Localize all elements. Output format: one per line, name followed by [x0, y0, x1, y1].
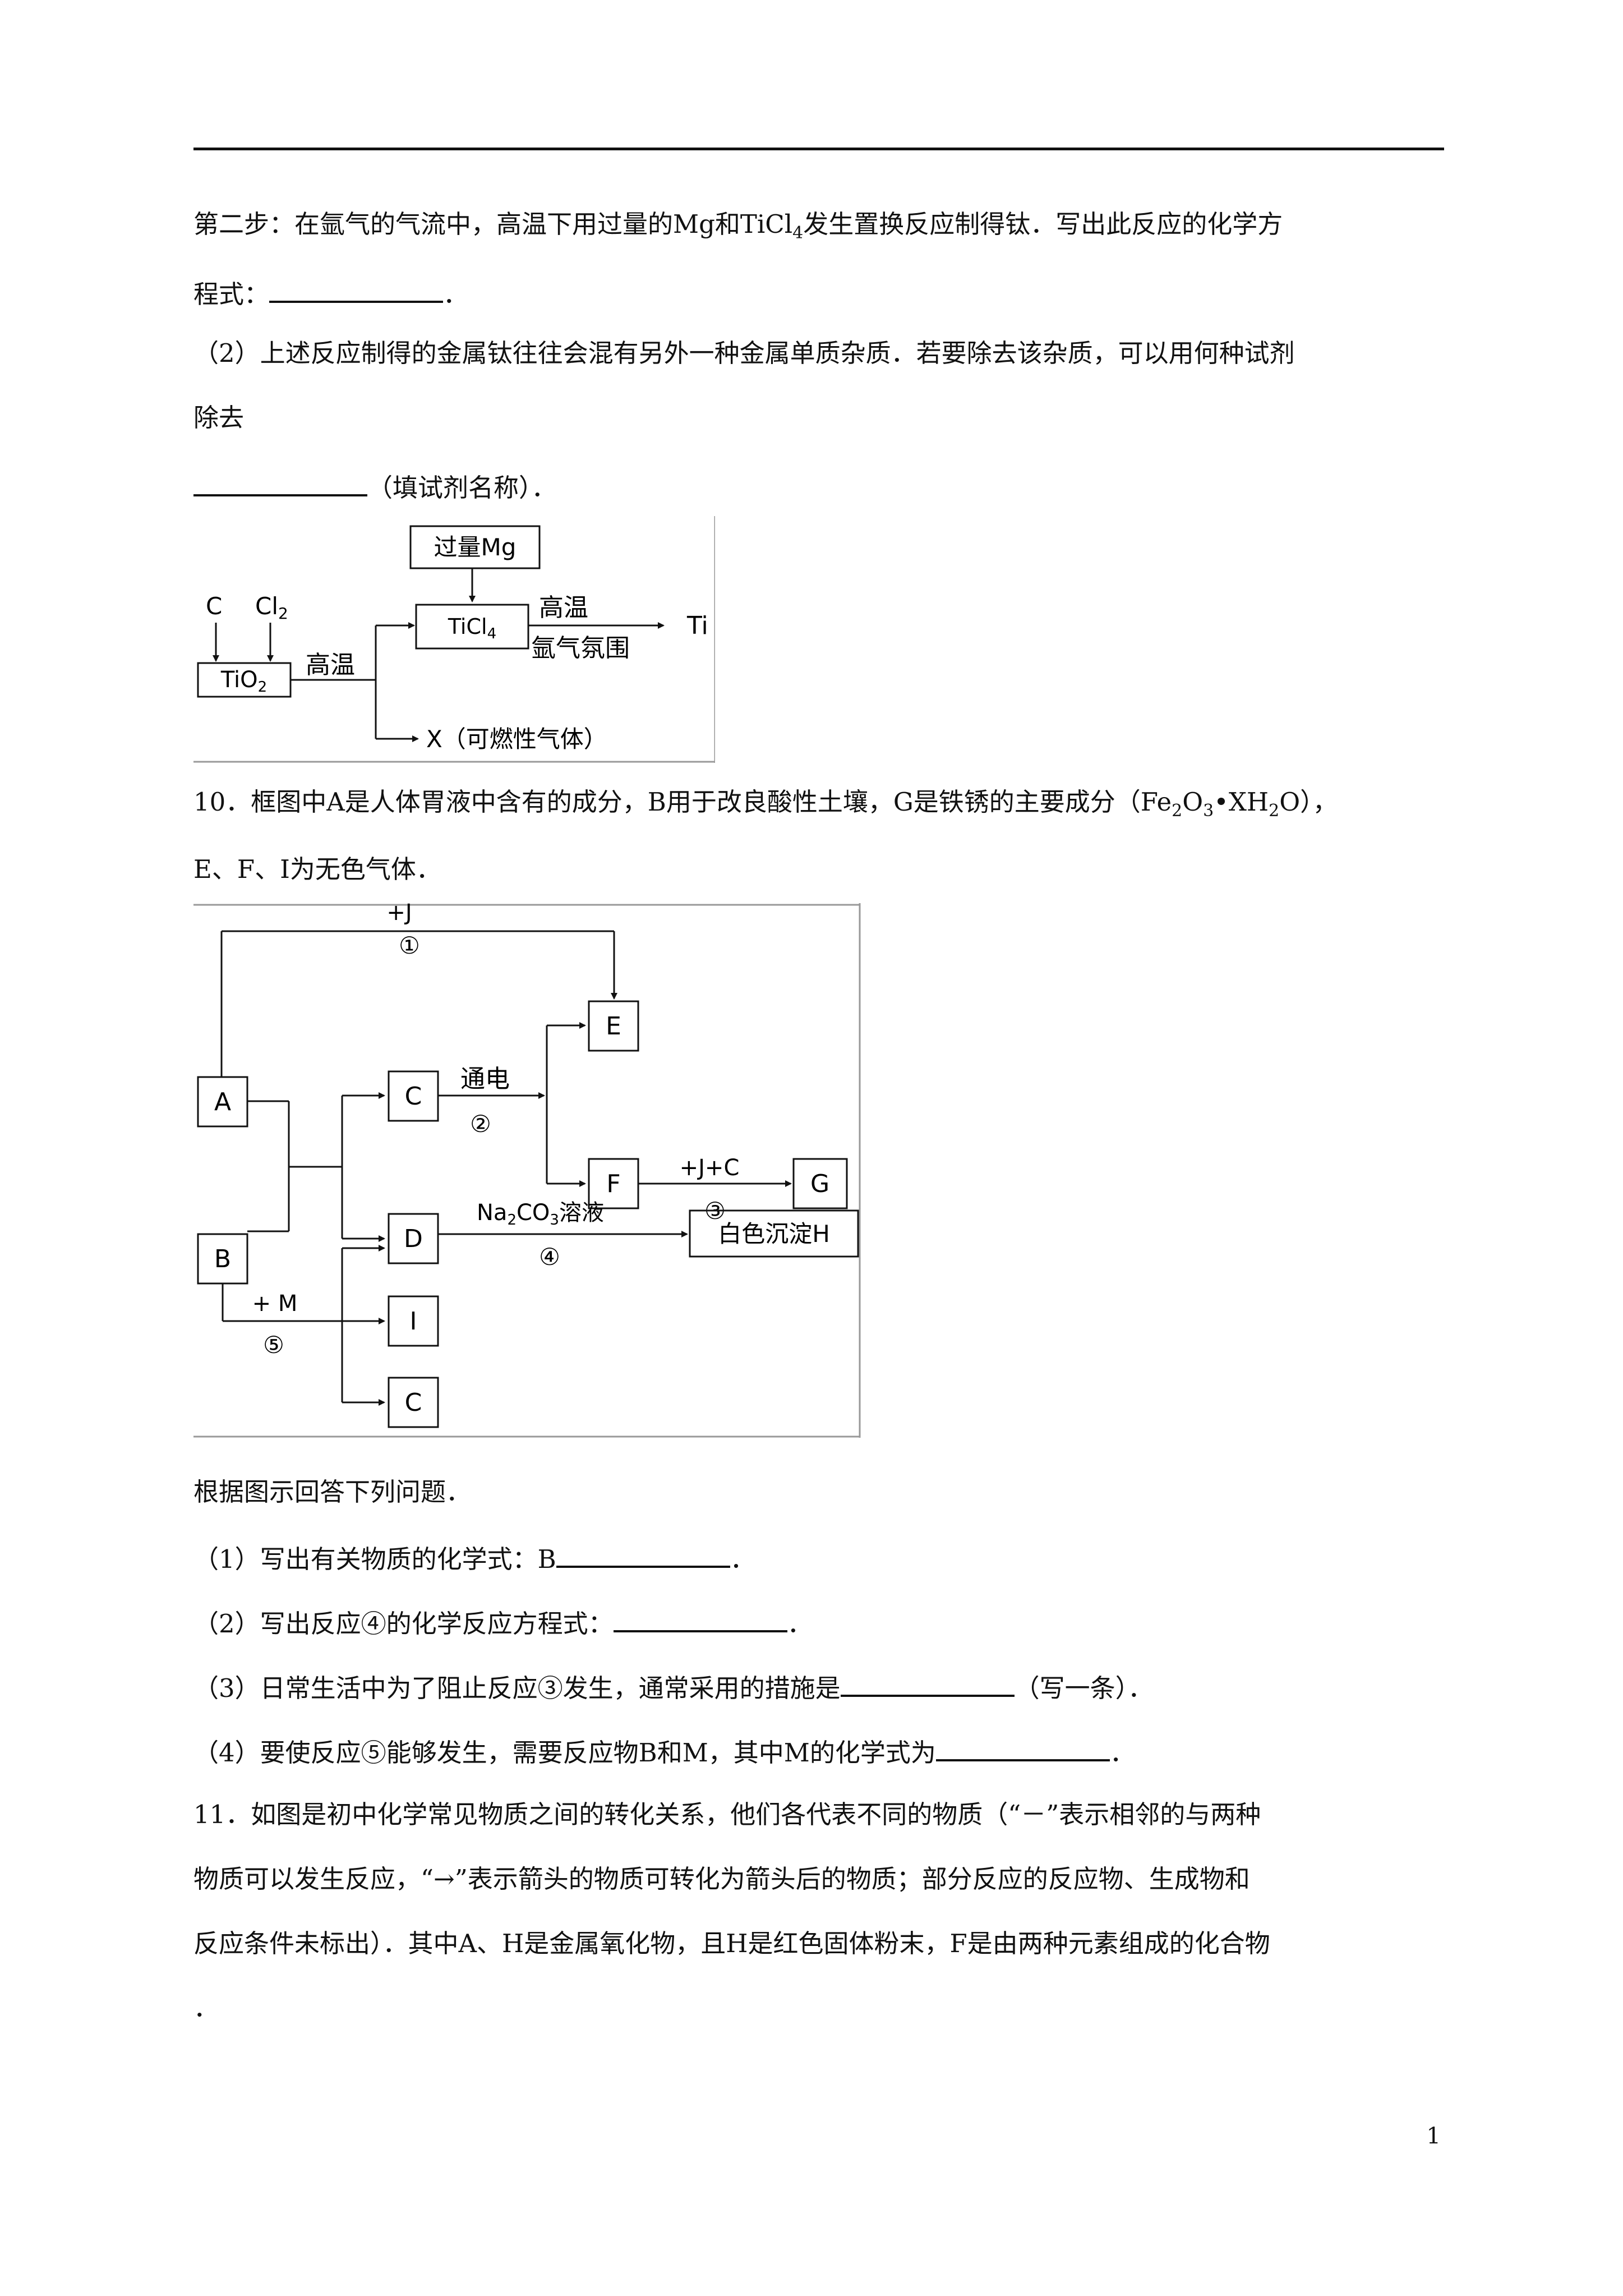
q10-sub4: （4）要使反应⑤能够发生，需要反应物B和M，其中M的化学式为．: [193, 1733, 1135, 1770]
label-g: G: [810, 1170, 829, 1198]
q10-sub2: （2）写出反应④的化学反应方程式：．: [193, 1604, 813, 1641]
label-na2co3: Na2CO3溶液: [477, 1200, 604, 1228]
label-n1: ①: [399, 932, 420, 959]
q9-part2-line2: 除去: [193, 403, 245, 432]
q10-line2: E、F、I为无色气体．: [193, 854, 441, 884]
box-ticl4: [415, 604, 529, 650]
label-e: E: [606, 1012, 621, 1041]
label-d: D: [404, 1225, 423, 1253]
box-excess-mg: [409, 525, 541, 569]
box-g: [792, 1158, 848, 1209]
label-i: I: [410, 1307, 417, 1336]
answer-blank[interactable]: [840, 1669, 1015, 1697]
label-cl2: Cl2: [255, 592, 288, 623]
q11-line4: ．: [193, 1993, 219, 2023]
q11-line3: 反应条件未标出）．其中A、H是金属氧化物，且H是红色固体粉末，F是由两种元素组成…: [193, 1929, 1270, 1958]
answer-blank[interactable]: [269, 275, 444, 303]
label-x-gas: X（可燃性气体）: [426, 725, 607, 753]
label-n5: ⑤: [263, 1331, 284, 1359]
q11-line1: 11．如图是初中化学常见物质之间的转化关系，他们各代表不同的物质（“－”表示相邻…: [193, 1800, 1261, 1829]
label-ti: Ti: [686, 611, 708, 640]
label-tongdian: 通电: [460, 1065, 510, 1093]
q9-part2-line1: （2）上述反应制得的金属钛往往会混有另外一种金属单质杂质．若要除去该杂质，可以用…: [193, 338, 1295, 368]
box-i: [388, 1295, 439, 1347]
box-c-bottom: [388, 1377, 439, 1428]
label-white-precipitate-h: 白色沉淀H: [718, 1220, 830, 1248]
q11-line2: 物质可以发生反应，“→”表示箭头的物质可转化为箭头后的物质；部分反应的反应物、生…: [193, 1864, 1250, 1894]
box-d: [388, 1213, 439, 1264]
q10-sub1: （1）写出有关物质的化学式：B．: [193, 1540, 755, 1576]
label-gaowen-2: 高温: [539, 593, 588, 622]
label-excess-mg: 过量Mg: [434, 533, 517, 561]
answer-blank[interactable]: [556, 1540, 730, 1568]
label-tio2: TiO2: [220, 667, 267, 696]
q9-step2-line2: 程式：．: [193, 275, 468, 311]
label-f: F: [606, 1170, 620, 1198]
label-n4: ④: [539, 1243, 560, 1271]
label-c-top: C: [405, 1082, 422, 1111]
header-rule: [193, 148, 1444, 150]
label-n2: ②: [470, 1110, 491, 1138]
answer-blank[interactable]: [613, 1604, 787, 1632]
box-e: [588, 1000, 639, 1052]
label-gaowen-1: 高温: [306, 651, 355, 679]
label-argon: 氩气氛围: [531, 634, 630, 662]
q10-line1: 10．框图中A是人体胃液中含有的成分，B用于改良酸性土壤，G是铁锈的主要成分（F…: [193, 787, 1338, 821]
q10-intro: 根据图示回答下列问题．: [193, 1477, 472, 1507]
q9-part2-line3: （填试剂名称）．: [193, 468, 557, 505]
q10-sub3: （3）日常生活中为了阻止反应③发生，通常采用的措施是（写一条）．: [193, 1669, 1153, 1705]
titanium-process-diagram: C Cl2 TiO2 高温 X（可燃性气体） 过量Mg TiCl4 高温 氩气氛…: [193, 516, 715, 763]
box-white-precipitate-h: [689, 1209, 859, 1258]
page-number: 1: [1426, 2123, 1441, 2149]
label-plus-jc: +J+C: [680, 1155, 740, 1181]
label-plus-j: +J: [386, 903, 412, 926]
label-c-bottom: C: [405, 1388, 422, 1417]
label-plus-m: + M: [252, 1291, 298, 1317]
q9-step2-line1: 第二步：在氩气的气流中，高温下用过量的Mg和TiCl4发生置换反应制得钛．写出此…: [193, 209, 1283, 243]
answer-blank[interactable]: [935, 1733, 1110, 1761]
label-b: B: [214, 1245, 231, 1273]
label-a: A: [214, 1088, 231, 1116]
answer-blank[interactable]: [193, 468, 367, 496]
label-ticl4: TiCl4: [448, 614, 496, 642]
label-c: C: [206, 592, 222, 620]
reaction-flow-diagram: +J ① E A B C 通电 ② F +J+C ③ G D Na2CO3溶液 …: [193, 903, 861, 1438]
